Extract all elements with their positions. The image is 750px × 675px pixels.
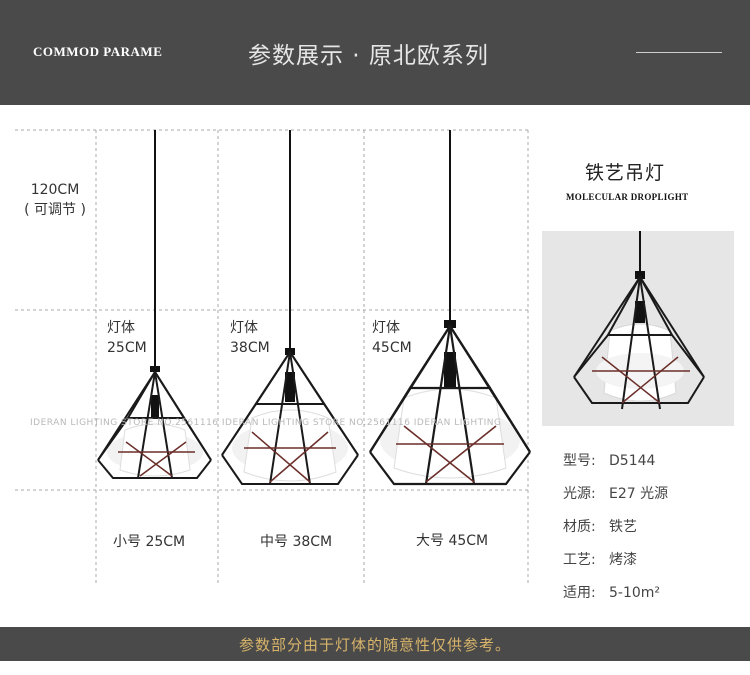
large-body-value: 45CM [372,340,412,356]
small-body-value: 25CM [107,340,147,356]
pendant-lamp-medium-icon [221,130,359,485]
medium-body-label: 灯体 [230,320,258,336]
product-subtitle: MOLECULAR DROPLIGHT [566,192,689,202]
size-large-label: 大号 45CM [416,533,489,549]
spec-model-value: D5144 [609,453,656,469]
cord-length-block: 120CM ( 可调节 ) [18,180,92,220]
small-body-dimension: 灯体 25CM [107,318,147,358]
spec-light-source-key: 光源: [563,486,596,502]
header-bar: COMMOD PARAME 参数展示 · 原北欧系列 [0,0,750,105]
spec-area-key: 适用: [563,585,596,601]
spec-process-key: 工艺: [563,552,596,568]
spec-model-key: 型号: [563,453,596,469]
header-divider [636,52,722,53]
spec-material-key: 材质: [563,519,596,535]
spec-area: 适用: 5-10m² [563,582,660,602]
size-small-label: 小号 25CM [113,534,186,550]
size-medium-label: 中号 38CM [260,534,333,550]
pendant-lamp-large-icon [369,130,531,486]
small-body-label: 灯体 [107,320,135,336]
cord-length-note: ( 可调节 ) [24,202,86,218]
spec-process: 工艺: 烤漆 [563,549,637,569]
page-title: 参数展示 · 原北欧系列 [248,43,489,69]
cord-length-value: 120CM [30,182,80,198]
spec-material: 材质: 铁艺 [563,516,637,536]
spec-light-source: 光源: E27 光源 [563,483,668,503]
large-body-label: 灯体 [372,320,400,336]
footer-note: 参数部分由于灯体的随意性仅供参考。 [238,636,511,654]
spec-area-value: 5-10m² [609,585,661,601]
medium-body-value: 38CM [230,340,270,356]
spec-light-source-value: E27 光源 [609,486,669,502]
large-body-dimension: 灯体 45CM [372,318,412,358]
watermark-text: IDERAN LIGHTING STORE NO.2561116 IDERAN … [30,418,502,428]
brand-label: COMMOD PARAME [33,44,163,59]
product-name: 铁艺吊灯 [585,162,666,184]
pendant-lamp-small-icon [97,130,212,479]
pendant-lamp-photo-icon [573,231,705,410]
footer-bar: 参数部分由于灯体的随意性仅供参考。 [0,627,750,661]
medium-body-dimension: 灯体 38CM [230,318,270,358]
spec-model: 型号: D5144 [563,450,655,470]
spec-process-value: 烤漆 [609,552,637,568]
spec-material-value: 铁艺 [609,519,637,535]
product-photo [542,231,734,426]
